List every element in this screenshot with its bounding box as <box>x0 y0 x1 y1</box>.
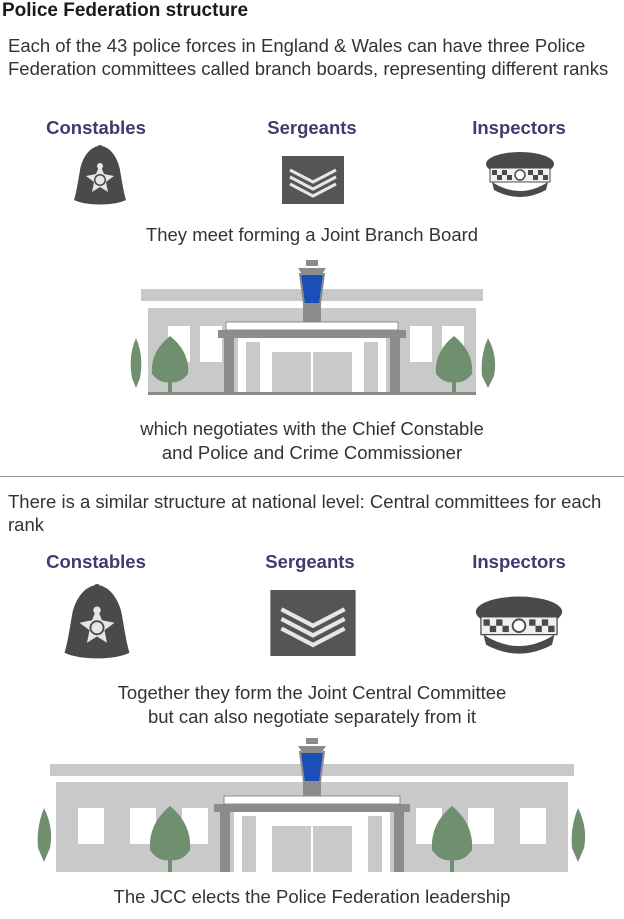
section-divider <box>0 476 624 477</box>
rank-label-sergeants: Sergeants <box>267 117 357 138</box>
rank-label-constables: Constables <box>46 117 146 138</box>
inspector-cap-icon-large <box>473 594 565 660</box>
inspector-cap-icon <box>484 150 556 202</box>
rank-label-inspectors: Inspectors <box>472 117 566 138</box>
constable-helmet-icon-large <box>62 582 132 666</box>
constable-helmet-icon <box>72 144 128 210</box>
section2-caption-bottom: The JCC elects the Police Federation lea… <box>113 886 511 907</box>
page-title: Police Federation structure <box>2 0 249 21</box>
section2-intro: There is a similar structure at national… <box>8 491 602 535</box>
rank-label-constables-national: Constables <box>46 551 146 572</box>
section1-caption-bottom-1: which negotiates with the Chief Constabl… <box>140 418 484 439</box>
police-station-building-icon <box>120 256 504 404</box>
sergeant-chevron-icon-large <box>270 590 356 656</box>
rank-label-sergeants-national: Sergeants <box>265 551 355 572</box>
section2-caption-top-1: Together they form the Joint Central Com… <box>117 682 507 703</box>
rank-label-inspectors-national: Inspectors <box>472 551 566 572</box>
central-building-icon <box>34 738 590 874</box>
section1-caption-top: They meet forming a Joint Branch Board <box>145 224 479 245</box>
section2-caption-top-2: but can also negotiate separately from i… <box>147 706 477 727</box>
section1-intro: Each of the 43 police forces in England … <box>8 35 609 79</box>
sergeant-chevron-icon <box>282 156 344 204</box>
section1-caption-bottom-2: and Police and Crime Commissioner <box>161 442 463 463</box>
